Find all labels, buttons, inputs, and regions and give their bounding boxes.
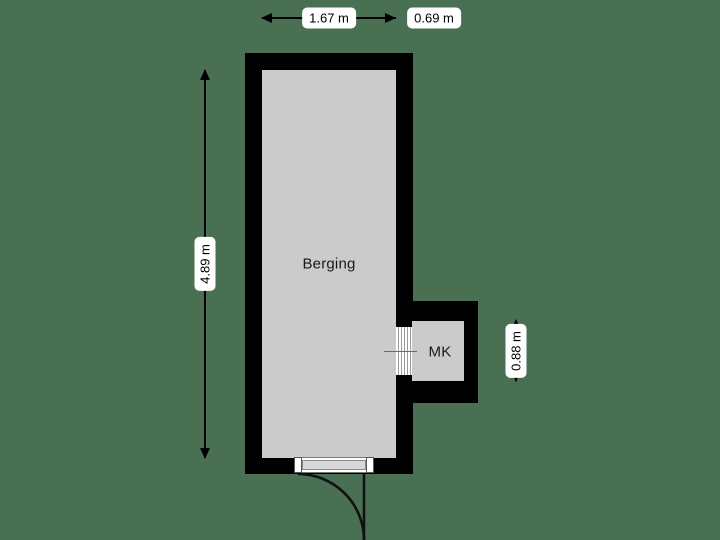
- entrance-door-jamb-right: [366, 457, 374, 473]
- dimension-label-right-annex: 0.88 m: [505, 324, 527, 378]
- main-room-floor: [262, 70, 396, 458]
- room-label-berging: Berging: [302, 255, 356, 273]
- entrance-door-leaf: [302, 460, 366, 470]
- arrow-down-icon: [200, 448, 210, 459]
- entrance-door-jamb-left: [294, 457, 302, 473]
- door-swing-icon: [297, 472, 366, 540]
- dimension-label-left-main: 4.89 m: [194, 237, 216, 291]
- room-label-mk: MK: [428, 343, 452, 361]
- arrow-right-icon: [385, 13, 396, 23]
- arrow-left-icon: [261, 13, 272, 23]
- dimension-label-top-main: 1.67 m: [302, 7, 356, 29]
- arrow-up-icon: [200, 69, 210, 80]
- sliding-door-track-line: [384, 351, 417, 352]
- annex-floor: [412, 321, 464, 381]
- dimension-label-top-annex: 0.69 m: [407, 7, 461, 29]
